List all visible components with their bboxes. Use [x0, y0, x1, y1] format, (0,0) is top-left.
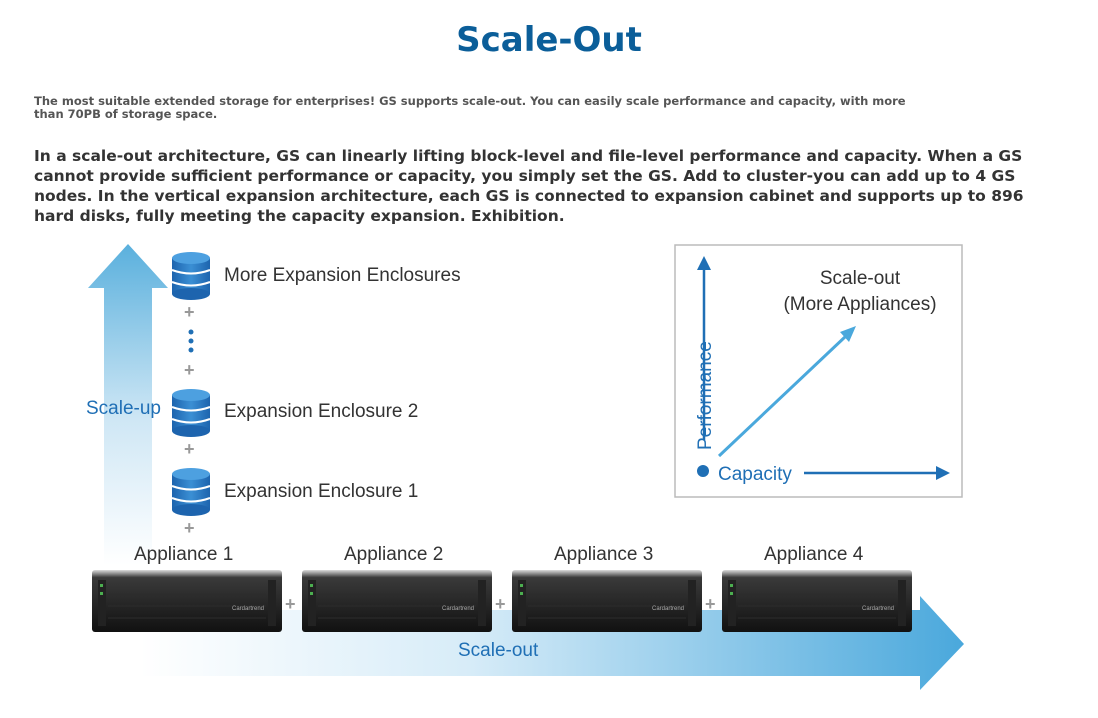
scale-out-note-line2: (More Appliances) — [783, 294, 936, 315]
appliance-label-4: Appliance 4 — [764, 544, 864, 565]
brand-label: Cardartrend — [442, 606, 474, 612]
scale-out-note-line1: Scale-out — [820, 268, 901, 289]
enclosure-label-1: Expansion Enclosure 1 — [224, 481, 418, 502]
enclosure-label-more: More Expansion Enclosures — [224, 265, 461, 286]
capacity-axis-label: Capacity — [718, 464, 792, 485]
scale-up-arrow — [88, 244, 168, 565]
page-title: Scale-Out — [456, 20, 642, 60]
inset-diagram: Performance Capacity Scale-out (More App… — [674, 244, 963, 498]
scale-out-label: Scale-out — [458, 640, 539, 661]
database-icon — [171, 252, 211, 300]
appliance-label-3: Appliance 3 — [554, 544, 653, 565]
description-text: In a scale-out architecture, GS can line… — [34, 147, 1024, 225]
intro-text: The most suitable extended storage for e… — [34, 94, 906, 121]
appliance-server-2: Cardartrend — [302, 570, 492, 632]
arrow-diagonal-icon — [840, 326, 856, 342]
plus-icon: + — [705, 594, 716, 614]
appliance-label-1: Appliance 1 — [134, 544, 233, 565]
plus-icon: + — [495, 594, 506, 614]
scale-up-label: Scale-up — [86, 398, 161, 419]
plus-icon: + — [285, 594, 296, 614]
arrow-up-icon — [697, 256, 711, 270]
appliance-server-1: Cardartrend — [92, 570, 282, 632]
brand-label: Cardartrend — [232, 606, 264, 612]
origin-dot-icon — [697, 465, 709, 477]
plus-icon: + — [184, 439, 195, 459]
plus-icon: + — [184, 302, 195, 322]
brand-label: Cardartrend — [652, 606, 684, 612]
brand-label: Cardartrend — [862, 606, 894, 612]
arrow-right-icon — [936, 466, 950, 480]
enclosure-label-2: Expansion Enclosure 2 — [224, 401, 418, 422]
database-icon — [171, 389, 211, 437]
appliance-server-3: Cardartrend — [512, 570, 702, 632]
plus-icon: + — [184, 518, 195, 538]
plus-icon: + — [184, 360, 195, 380]
performance-axis-label: Performance — [695, 341, 716, 450]
ellipsis-icon — [188, 329, 194, 353]
database-icon — [171, 468, 211, 516]
appliance-server-4: Cardartrend — [722, 570, 912, 632]
appliance-label-2: Appliance 2 — [344, 544, 443, 565]
